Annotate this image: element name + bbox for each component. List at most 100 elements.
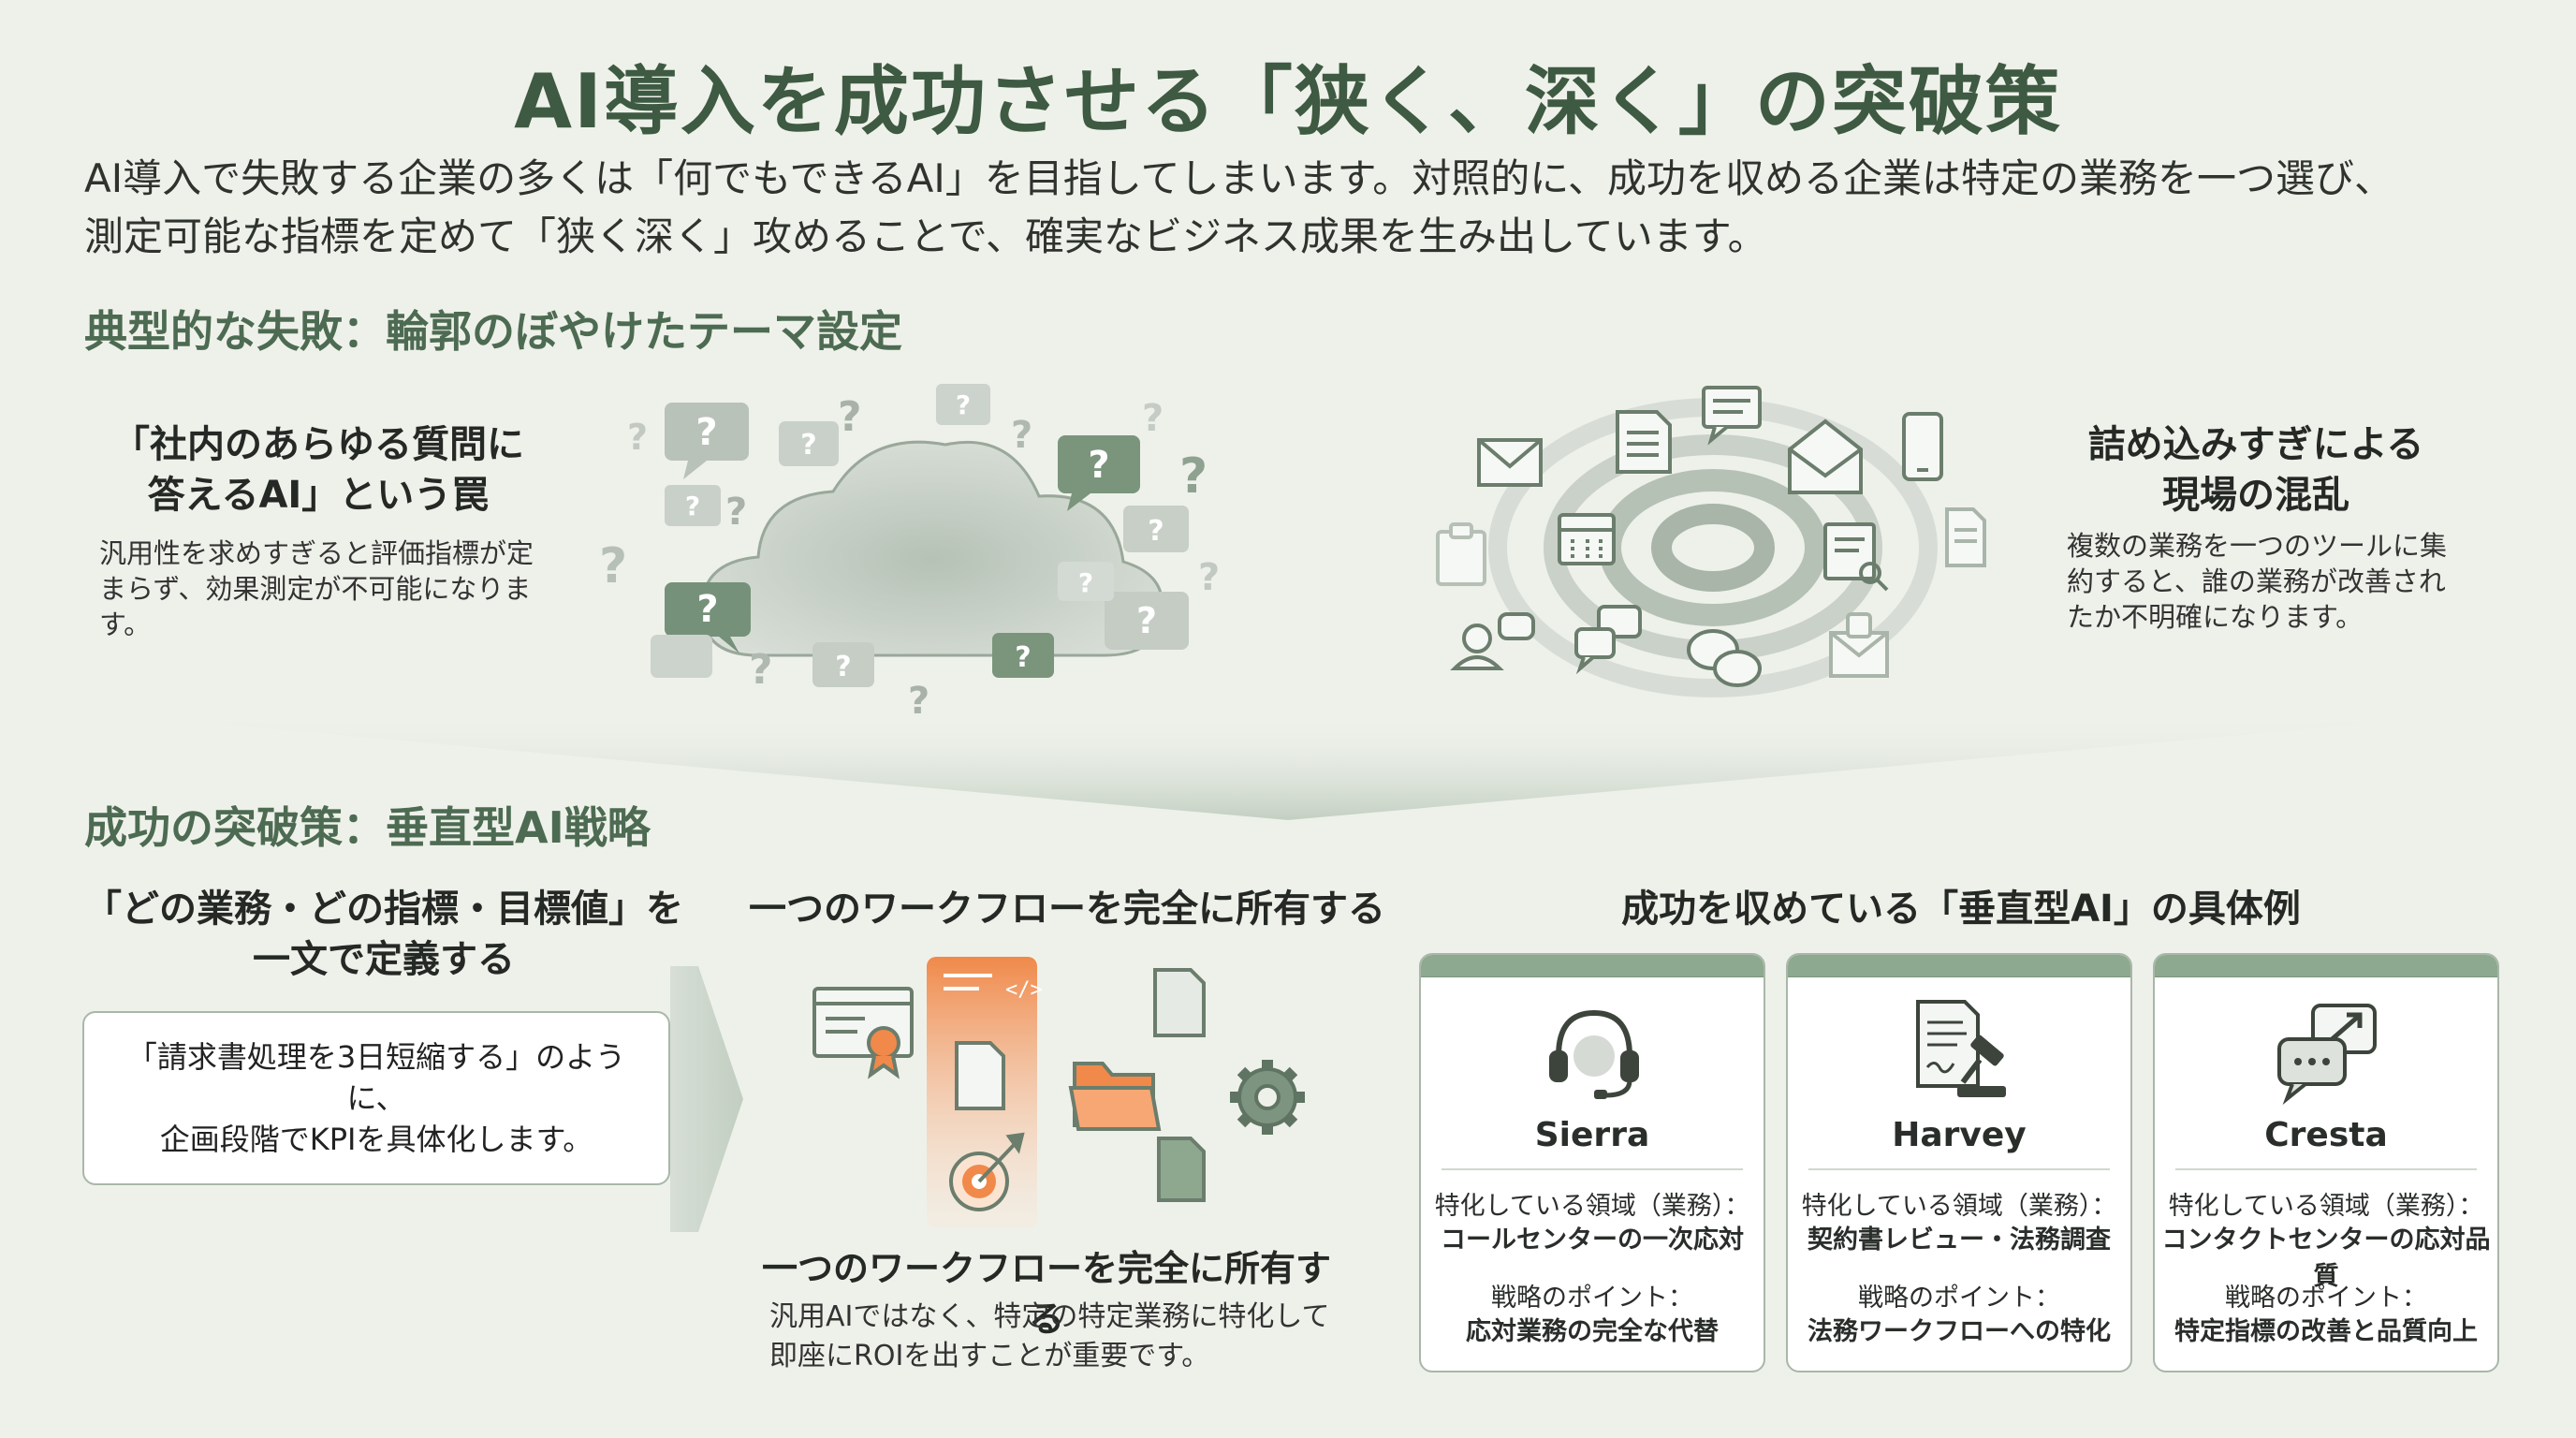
folder-icon [1068,1062,1162,1131]
card-point-value: 応対業務の完全な代替 [1466,1317,1719,1346]
svg-text:?: ? [1015,641,1031,674]
question-bubble-icon: ? [1058,435,1140,511]
code-icon: </> [1005,978,1043,1002]
svg-text:?: ? [685,491,700,521]
example-card-cresta: Cresta 特化している領域（業務）： コンタクトセンターの応対品質 戦略のポ… [2153,953,2499,1372]
calendar-icon [1558,513,1616,565]
intro-text: AI導入で失敗する企業の多くは「何でもできるAI」を目指してしまいます。対照的に… [84,150,2518,266]
envelope-open-icon [1788,418,1863,494]
question-bubble-icon: ? [1058,562,1114,601]
question-mark-icon: ? [627,417,648,458]
smartphone-icon [1902,412,1943,481]
kpi-example-line-1: 「請求書処理を3日短縮する」のように、 [126,1039,626,1116]
question-bubble-icon: ? [665,582,751,653]
trap-title: 「社内のあらゆる質問に 答えるAI」という罠 [84,419,552,521]
card-point-label: 戦略のポイント： [1491,1284,1693,1313]
question-bubble-icon: ? [936,384,990,425]
document-icon [1616,410,1672,474]
intro-line-2: 測定可能な指標を定めて「狭く深く」攻めることで、確実なビジネス成果を生み出してい… [84,213,1767,259]
workflow-title: 一つのワークフローを完全に所有する [749,888,1385,931]
card-domain-label: 特化している領域（業務）： [1801,1192,2117,1221]
define-title-line-1: 「どの業務・どの指標・目標値」を [84,888,683,931]
document-icon [955,1041,1005,1110]
trap-title-line-1: 「社内のあらゆる質問に [112,423,524,466]
question-mark-icon: ? [838,393,862,441]
gear-icon [1230,1060,1305,1135]
legal-document-gavel-icon [1916,1000,2006,1097]
question-bubble-icon: ? [779,421,839,466]
search-document-icon [1823,522,1889,592]
card-company-name: Sierra [1534,1116,1650,1154]
kpi-example-line-2: 企画段階でKPIを具体化します。 [159,1122,593,1157]
svg-text:?: ? [835,651,851,683]
svg-text:?: ? [1078,567,1093,598]
question-bubble-icon: ? [812,642,874,687]
card-company-name: Cresta [2264,1116,2388,1154]
card-point-label: 戦略のポイント： [1858,1284,2060,1313]
trap-description: 汎用性を求めすぎると評価指標が定まらず、効果測定が不可能になります。 [99,537,534,640]
card-header-bar [2155,955,2497,977]
examples-title: 成功を収めている「垂直型AI」の具体例 [1621,888,2301,931]
card-point-label: 戦略のポイント： [2225,1284,2427,1313]
file-icon [1945,507,1986,567]
clipboard-icon [1436,522,1486,586]
chat-improvement-icon [2277,1004,2377,1105]
question-mark-icon: ? [1142,397,1164,440]
card-domain-label: 特化している領域（業務）： [2168,1192,2484,1221]
clutter-description: 複数の業務を一つのツールに集約すると、誰の業務が改善されたか不明確になります。 [2067,530,2448,633]
card-company-name: Harvey [1892,1116,2027,1154]
file-icon [1153,968,1206,1037]
question-bubble-icon: ? [665,485,721,526]
question-bubble-icon: ? [1123,506,1189,552]
workflow-description-line-2: 即座にROIを出すことが重要です。 [769,1340,1210,1372]
define-title: 「どの業務・どの指標・目標値」を 一文で定義する [84,884,683,985]
code-document-icon: </> [944,974,1043,1002]
conversation-icon [1687,629,1762,687]
svg-text:?: ? [1088,444,1109,487]
workflow-description: 汎用AIではなく、特定の特定業務に特化して 即座にROIを出すことが重要です。 [769,1298,1350,1376]
intro-line-1: AI導入で失敗する企業の多くは「何でもできるAI」を目指してしまいます。対照的に… [84,155,2393,201]
card-divider [1442,1168,1743,1170]
card-header-bar [1788,955,2130,977]
question-bubble-icon: ? [665,403,749,479]
card-header-bar [1421,955,1764,977]
svg-text:?: ? [800,429,816,462]
mail-badge-icon [1829,612,1889,678]
question-cloud-illustration: ? ? ? ? ? ? ? ? ? ? ? [599,384,1220,721]
chat-icon [1702,386,1762,446]
clutter-title-line-1: 詰め込みすぎによる [2087,423,2424,466]
question-mark-icon: ? [599,538,627,594]
card-domain-value: コールセンターの一次応対 [1441,1225,1744,1255]
example-card-harvey: Harvey 特化している領域（業務）： 契約書レビュー・法務調査 戦略のポイン… [1786,953,2132,1372]
cloud-icon [700,440,1164,657]
question-bubble-icon [651,635,712,678]
arrow-right-icon [670,966,743,1232]
workflow-ownership-illustration: </> [812,957,1305,1228]
speech-bubbles-icon [1574,605,1642,675]
headset-icon [1549,1009,1639,1099]
card-domain-value: 契約書レビュー・法務調査 [1808,1225,2111,1255]
define-title-line-2: 一文で定義する [253,938,515,981]
svg-text:?: ? [956,389,971,420]
card-domain-label: 特化している領域（業務）： [1434,1192,1750,1221]
overloaded-tools-swirl-illustration [1436,386,1986,697]
svg-text:?: ? [1148,515,1164,548]
question-bubble-icon: ? [992,633,1054,678]
clutter-title: 詰め込みすぎによる 現場の混乱 [2041,419,2471,521]
question-mark-icon: ? [725,491,747,534]
svg-text:?: ? [1136,600,1157,641]
example-card-sierra: Sierra 特化している領域（業務）： コールセンターの一次応対 戦略のポイン… [1419,953,1765,1372]
question-mark-icon: ? [749,646,773,694]
mail-icon [1477,438,1543,487]
question-mark-icon: ? [1198,556,1220,599]
failure-section-heading: 典型的な失敗：輪郭のぼやけたテーマ設定 [84,306,902,357]
user-chat-icon [1450,612,1535,670]
certificate-icon [812,987,914,1079]
kpi-example-box: 「請求書処理を3日短縮する」のように、 企画段階でKPIを具体化します。 [82,1011,670,1185]
svg-text:?: ? [696,588,718,631]
card-divider [2175,1168,2477,1170]
success-section-heading: 成功の突破策：垂直型AI戦略 [84,802,651,853]
card-point-value: 特定指標の改善と品質向上 [2174,1317,2478,1346]
target-icon [949,1132,1025,1211]
file-icon [1157,1137,1206,1202]
